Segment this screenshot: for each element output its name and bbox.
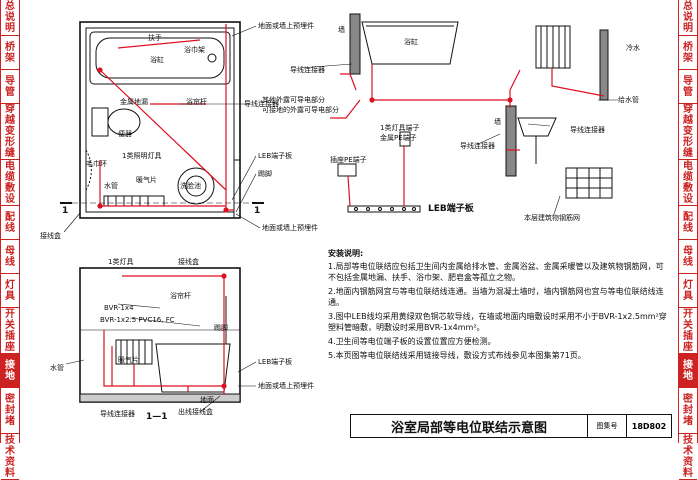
- leb-plate-label: LEB端子板: [258, 152, 293, 160]
- right-chapter-tab[interactable]: 灯具: [679, 274, 697, 308]
- detail-view: [337, 13, 613, 213]
- note-item: 1.局部等电位联结应包括卫生间内金属给排水管、金属浴盆、金属采暖管以及建筑物钢筋…: [328, 262, 664, 282]
- section-pipe-label: 水管: [50, 364, 64, 372]
- plan-bonding-lines: [97, 24, 234, 213]
- detail-bonding-lines: [330, 64, 605, 207]
- faucet-detail-label: 给水管: [618, 96, 639, 104]
- left-chapter-tab[interactable]: 总说明: [1, 0, 19, 36]
- note-item: 4.卫生间等电位端子板的设置位置应方便检测。: [328, 337, 496, 346]
- towel-rack-label: 浴巾架: [184, 46, 205, 54]
- wall-label: 墙: [338, 26, 345, 34]
- section-floor-label: 地面: [200, 396, 214, 404]
- left-chapter-tab[interactable]: 密封堵: [1, 388, 19, 434]
- section-heater-label: 暖气片: [118, 356, 139, 364]
- left-chapter-tab[interactable]: 电缆敷设: [1, 160, 19, 206]
- section-bonding-lines: [103, 273, 227, 394]
- right-chapter-tab[interactable]: 开关插座: [679, 308, 697, 354]
- drawing-canvas: [60, 13, 618, 413]
- right-chapter-tab[interactable]: 母线: [679, 240, 697, 274]
- section-mark-left: 1: [62, 206, 69, 216]
- right-chapter-tab[interactable]: 配线: [679, 206, 697, 240]
- junction-label: 接线盒: [40, 232, 61, 240]
- leb-detail-label: LEB端子板: [428, 204, 474, 214]
- plan-conductor-label: 导线连接器: [244, 100, 279, 108]
- section-embed-label: 地面或墙上预埋件: [258, 382, 314, 390]
- section-leb-label: LEB端子板: [258, 358, 293, 366]
- drawing-title: 浴室局部等电位联结示意图: [390, 420, 547, 436]
- left-chapter-tab[interactable]: 桥架: [1, 36, 19, 70]
- right-chapter-tab[interactable]: 总说明: [679, 0, 697, 36]
- right-chapter-tab[interactable]: 桥架: [679, 36, 697, 70]
- pipe-note-2: 可接地的外露可导电部分: [262, 106, 339, 114]
- handrail-label: 扶手: [148, 34, 162, 42]
- right-chapter-tab[interactable]: 接地: [679, 354, 697, 388]
- detail-conductor-b: 导线连接器: [460, 142, 495, 150]
- shower-rod-label: 浴帘杆: [186, 98, 207, 106]
- embedded-top-label: 地面或墙上预埋件: [258, 22, 314, 30]
- section-view: [79, 267, 241, 403]
- faucet-label: 水管: [104, 182, 118, 190]
- section-bvr2-label: BVR-1x2.5 PVC16, FC: [100, 316, 175, 324]
- atlas-number-value: 18D802: [626, 415, 671, 437]
- wall2-label: 墙: [494, 118, 501, 126]
- floor-drain-label: 金属地漏: [120, 98, 148, 106]
- embedded-bottom-label: 地面或墙上预埋件: [262, 224, 318, 232]
- section-title: 1—1: [146, 412, 168, 422]
- notes-title: 安装说明:: [328, 249, 364, 258]
- left-chapter-tab[interactable]: 灯具: [1, 274, 19, 308]
- metal-pe-label: 金属PE端子: [380, 134, 417, 142]
- section-mark-right: 1: [254, 206, 261, 216]
- note-item: 2.地面内钢筋网宜与等电位联结线连通。当墙为混凝土墙时，墙内钢筋网也宜与等电位联…: [328, 287, 664, 307]
- section-light-label: 1类灯具: [108, 258, 134, 266]
- left-chapter-tab[interactable]: 导管: [1, 70, 19, 104]
- light-label: 1类照明灯具: [122, 152, 162, 160]
- section-junction-label: 接线盒: [178, 258, 199, 266]
- right-chapter-tab[interactable]: 电缆敷设: [679, 160, 697, 206]
- atlas-number-key: 图集号: [587, 415, 626, 437]
- detail-conductor-a: 导线连接器: [290, 66, 325, 74]
- left-chapter-tab[interactable]: 穿越变形缝: [1, 104, 19, 160]
- right-chapter-tab[interactable]: 穿越变形缝: [679, 104, 697, 160]
- bathtub-label: 浴缸: [150, 56, 164, 64]
- left-chapter-tab[interactable]: 母线: [1, 240, 19, 274]
- skirting-label: 踢脚: [258, 170, 272, 178]
- right-chapter-tab[interactable]: 导管: [679, 70, 697, 104]
- toilet-label: 便器: [118, 130, 132, 138]
- plan-view: [60, 21, 264, 219]
- installation-notes: 安装说明: 1.局部等电位联结应包括卫生间内金属给排水管、金属浴盆、金属采暖管以…: [328, 248, 668, 364]
- left-chapter-sidebar: 总说明桥架导管穿越变形缝电缆敷设配线母线灯具开关插座接地密封堵技术资料: [0, 0, 20, 480]
- section-conductor-label: 导线连接器: [100, 410, 135, 418]
- note-item: 3.图中LEB线均采用黄绿双色铜芯软导线，在墙或地面内暗敷设时采用不小于BVR-…: [328, 312, 667, 332]
- section-outlet-label: 出线接线盒: [178, 408, 213, 416]
- section-curtain-label: 浴帘杆: [170, 292, 191, 300]
- note-item: 5.本页图等电位联结线采用链接导线，敷设方式布线参见本图集第71页。: [328, 351, 586, 360]
- detail-conductor-c: 导线连接器: [570, 126, 605, 134]
- left-chapter-tab[interactable]: 配线: [1, 206, 19, 240]
- towel-ring-label: 毛巾环: [86, 160, 107, 168]
- left-chapter-tab[interactable]: 开关插座: [1, 308, 19, 354]
- light-terminal-label: 1类灯具端子: [380, 124, 420, 132]
- basin-label: 洗脸池: [180, 182, 201, 190]
- title-block: 浴室局部等电位联结示意图 图集号 18D802: [350, 414, 672, 438]
- section-bvr1-label: BVR-1x4: [104, 304, 134, 312]
- pipe-note-1: 其他外露可导电部分: [262, 96, 325, 104]
- grid-label: 本层建筑物钢筋网: [524, 214, 580, 222]
- right-chapter-tab[interactable]: 密封堵: [679, 388, 697, 434]
- left-chapter-tab[interactable]: 接地: [1, 354, 19, 388]
- detail-bathtub-label: 浴缸: [404, 38, 418, 46]
- pe-box-label: 插座PE端子: [330, 156, 367, 164]
- heater-label: 暖气片: [136, 176, 157, 184]
- cold-water-label: 冷水: [626, 44, 640, 52]
- section-skirt-label: 踢脚: [214, 324, 228, 332]
